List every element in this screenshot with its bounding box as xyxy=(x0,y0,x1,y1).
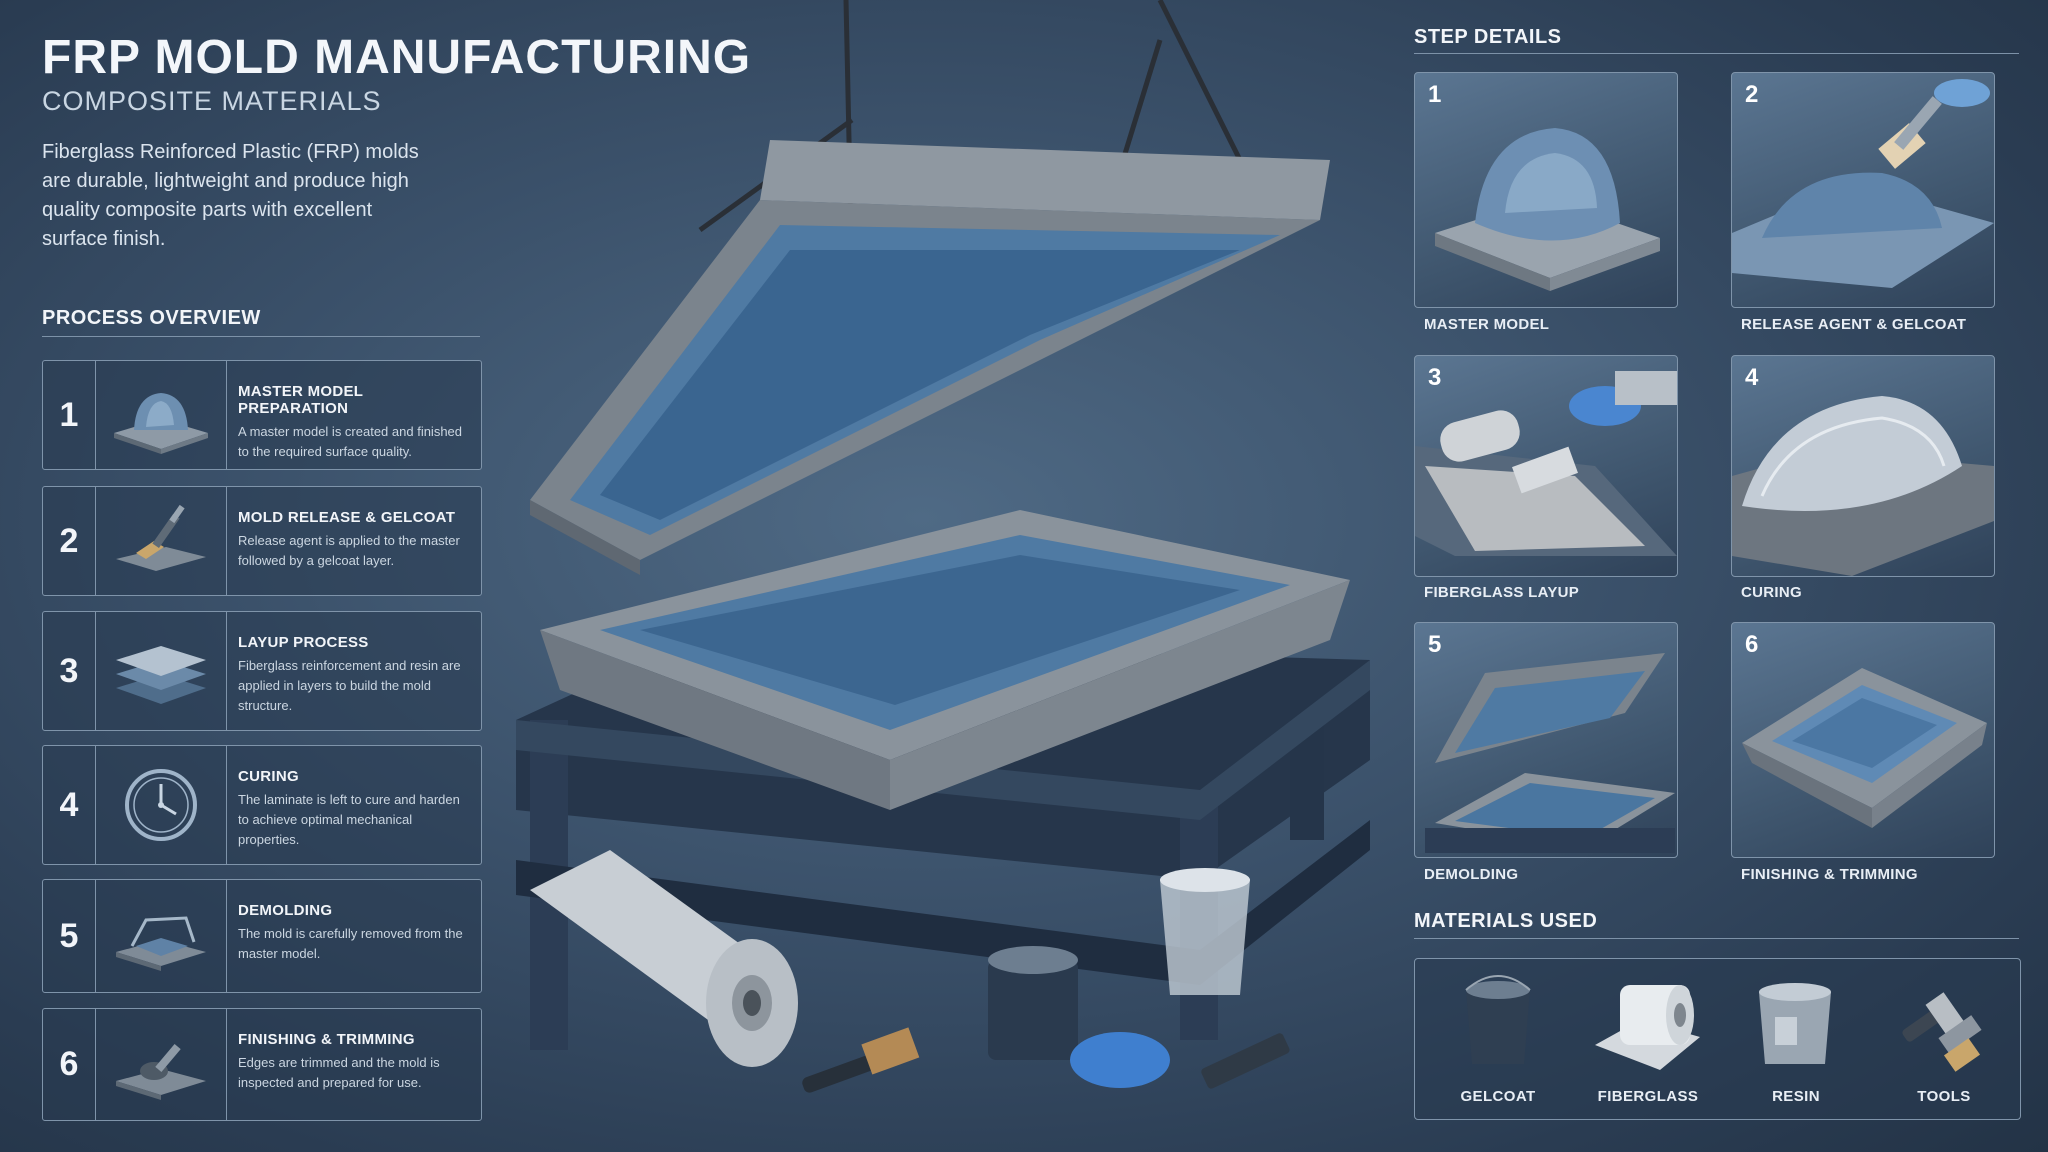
trim-tool-icon xyxy=(96,1009,227,1120)
card-number: 2 xyxy=(1745,81,1759,108)
step-desc: The laminate is left to cure and harden … xyxy=(238,792,460,847)
resin-pail-icon xyxy=(1759,983,1831,1064)
master-model-icon xyxy=(96,361,227,469)
step-desc: Fiberglass reinforcement and resin are a… xyxy=(238,658,461,713)
step-title: MASTER MODEL PREPARATION xyxy=(238,383,363,417)
scraper-icon xyxy=(1201,1033,1290,1089)
step-number: 2 xyxy=(43,487,96,595)
master-model-image xyxy=(1435,128,1660,291)
divider xyxy=(1414,938,2019,939)
process-step-5: 5 DEMOLDING The mold is carefully remove… xyxy=(42,879,482,993)
mold-illustration xyxy=(516,0,1370,1093)
gelcoat-brush-image xyxy=(1732,79,1994,288)
card-label: CURING xyxy=(1741,584,1802,601)
upper-mold xyxy=(530,140,1330,575)
card-number: 5 xyxy=(1428,631,1442,658)
process-overview-title: PROCESS OVERVIEW xyxy=(42,307,261,329)
card-number: 4 xyxy=(1745,364,1759,391)
demolding-image xyxy=(1425,653,1675,853)
step-title: CURING xyxy=(238,768,299,785)
process-step-3: 3 LAYUP PROCESS Fiberglass reinforcement… xyxy=(42,611,482,731)
page-title: FRP MOLD MANUFACTURING xyxy=(42,31,752,84)
step-title: LAYUP PROCESS xyxy=(238,634,369,651)
card-label: DEMOLDING xyxy=(1424,866,1519,883)
material-label: RESIN xyxy=(1772,1088,1820,1105)
process-step-2: 2 MOLD RELEASE & GELCOAT Release agent i… xyxy=(42,486,482,596)
step-card-6: 6 xyxy=(1731,622,1995,858)
step-title: DEMOLDING xyxy=(238,902,333,919)
step-card-5: 5 xyxy=(1414,622,1678,858)
layers-icon xyxy=(96,612,227,730)
step-card-3: 3 xyxy=(1414,355,1678,577)
card-number: 3 xyxy=(1428,364,1442,391)
step-card-1: 1 xyxy=(1414,72,1678,308)
tools-icon xyxy=(1902,992,1982,1072)
brush-icon xyxy=(96,487,227,595)
fiberglass-layup-image xyxy=(1415,371,1677,556)
materials-title: MATERIALS USED xyxy=(1414,910,1598,932)
demold-icon xyxy=(96,880,227,992)
process-step-1: 1 MASTER MODEL PREPARATION A master mode… xyxy=(42,360,482,470)
step-card-4: 4 xyxy=(1731,355,1995,577)
material-label: FIBERGLASS xyxy=(1597,1088,1699,1105)
step-desc: Release agent is applied to the master f… xyxy=(238,533,460,568)
finished-mold-image xyxy=(1742,668,1987,828)
step-desc: A master model is created and finished t… xyxy=(238,424,463,459)
measuring-cup-icon xyxy=(1160,868,1250,995)
intro-text: Fiberglass Reinforced Plastic (FRP) mold… xyxy=(42,141,419,250)
page-subtitle: COMPOSITE MATERIALS xyxy=(42,86,382,116)
process-step-4: 4 CURING The laminate is left to cure an… xyxy=(42,745,482,865)
card-number: 6 xyxy=(1745,631,1759,658)
bucket-icon xyxy=(1465,975,1531,1064)
step-title: MOLD RELEASE & GELCOAT xyxy=(238,509,456,526)
clock-icon xyxy=(96,746,227,864)
step-desc: Edges are trimmed and the mold is inspec… xyxy=(238,1055,440,1090)
divider xyxy=(42,336,480,337)
step-number: 1 xyxy=(43,361,96,469)
step-number: 5 xyxy=(43,880,96,992)
material-label: TOOLS xyxy=(1917,1088,1971,1105)
divider xyxy=(1414,53,2019,54)
step-card-2: 2 xyxy=(1731,72,1995,308)
step-details-title: STEP DETAILS xyxy=(1414,26,1562,48)
step-number: 3 xyxy=(43,612,96,730)
step-number: 4 xyxy=(43,746,96,864)
process-step-6: 6 FINISHING & TRIMMING Edges are trimmed… xyxy=(42,1008,482,1121)
step-desc: The mold is carefully removed from the m… xyxy=(238,926,463,961)
card-label: RELEASE AGENT & GELCOAT xyxy=(1741,316,1967,333)
fiberglass-roll-icon xyxy=(530,850,798,1067)
lower-mold xyxy=(540,510,1350,810)
paint-brush-icon xyxy=(802,1027,920,1093)
gloves-icon xyxy=(1070,1032,1170,1088)
fiberglass-roll-icon xyxy=(1595,985,1700,1070)
step-number: 6 xyxy=(43,1009,96,1120)
card-number: 1 xyxy=(1428,81,1442,108)
step-title: FINISHING & TRIMMING xyxy=(238,1031,415,1048)
card-label: MASTER MODEL xyxy=(1424,316,1550,333)
curing-image xyxy=(1732,396,1994,576)
card-label: FINISHING & TRIMMING xyxy=(1741,866,1918,883)
bucket-icon xyxy=(988,946,1078,1060)
material-label: GELCOAT xyxy=(1460,1088,1536,1105)
card-label: FIBERGLASS LAYUP xyxy=(1424,584,1580,601)
